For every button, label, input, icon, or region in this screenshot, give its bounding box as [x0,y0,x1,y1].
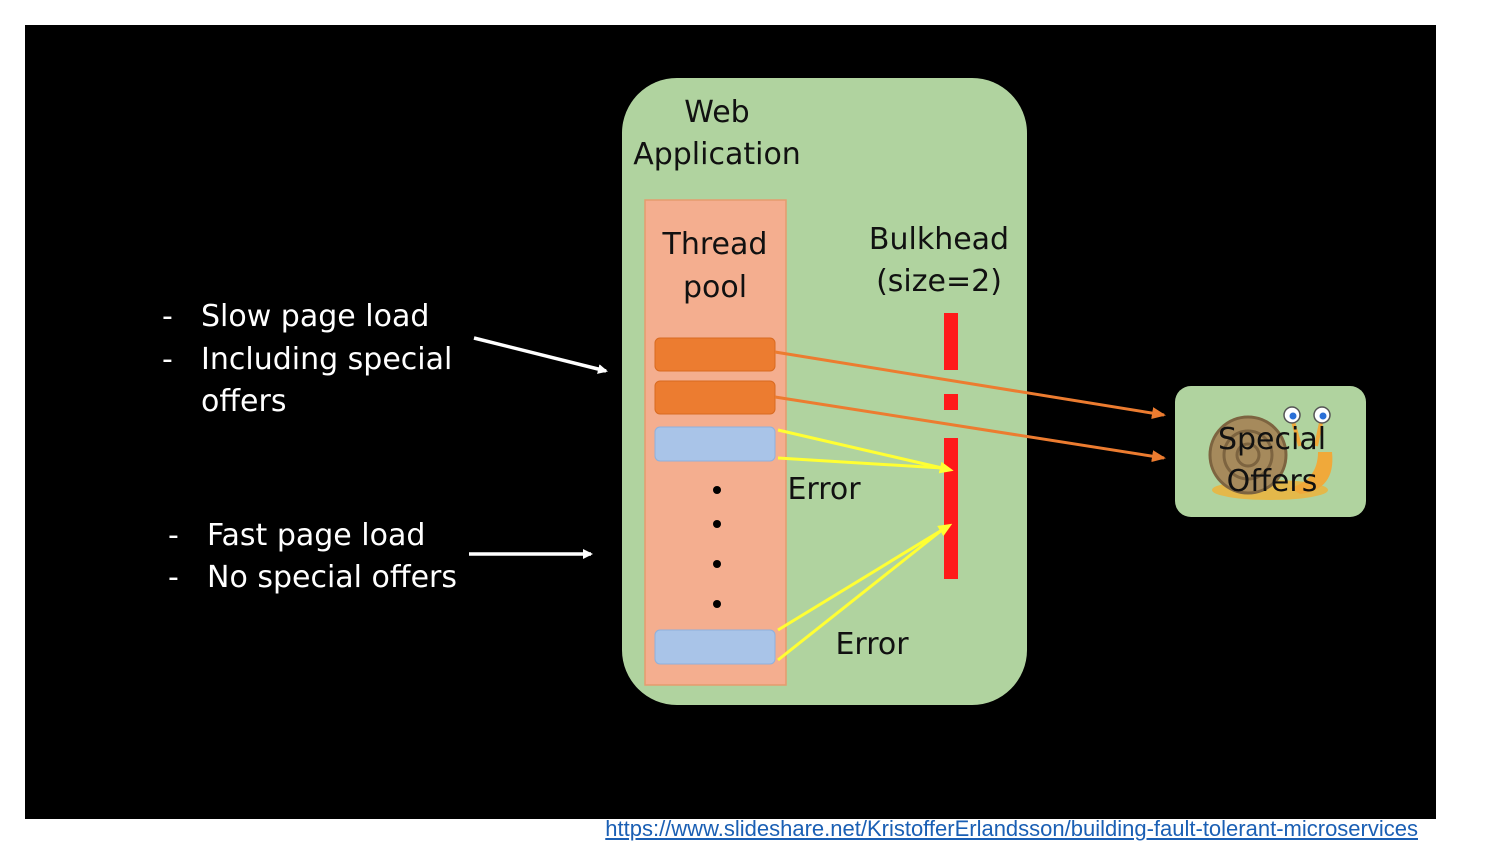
fast-request-bullet-1: - [168,518,179,553]
bulkhead-barrier-bottom [944,438,958,579]
fast-request-item-2: No special offers [207,560,457,595]
thread-pool-label-line2: pool [683,270,747,305]
error-label-lower: Error [835,627,909,662]
slow-request-bullet-1: - [162,299,173,334]
call-arrow-2 [774,395,1166,463]
bulkhead-label-line1: Bulkhead [869,222,1009,257]
fast-request-item-1: Fast page load [207,518,425,553]
ellipsis-dot [713,560,721,568]
error-arrow-upper-2 [777,456,943,470]
source-link[interactable]: https://www.slideshare.net/KristofferErl… [605,816,1418,841]
bulkhead-label-line2: (size=2) [876,264,1002,299]
free-thread-1 [654,426,776,462]
free-thread-2 [654,629,776,665]
error-arrow-lower-2 [777,528,943,662]
slow-request-bullet-2: - [162,342,173,377]
special-offers-label-line1: Special [1218,422,1326,457]
error-label-upper: Error [787,472,861,507]
busy-thread-2 [654,380,776,415]
error-arrow-lower-1 [777,523,953,632]
web-application-title-line1: Web [684,95,749,130]
bulkhead-barrier-gap-mark [944,394,958,410]
ellipsis-dot [713,486,721,494]
error-arrow-upper-1 [777,428,954,474]
slow-request-item-2-line1: Including special [201,342,452,377]
ellipsis-dot [713,520,721,528]
slow-request-item-2-line2: offers [201,384,286,419]
busy-thread-1 [654,337,776,372]
slow-request-arrow [473,336,608,374]
fast-request-bullet-2: - [168,560,179,595]
snail-icon [1208,406,1333,500]
slow-request-item-1: Slow page load [201,299,429,334]
call-arrow-1 [774,350,1166,420]
bulkhead-barrier-top [944,313,958,370]
thread-pool-label-line1: Thread [662,227,768,262]
ellipsis-dot [713,600,721,608]
web-application-title-line2: Application [633,137,801,172]
special-offers-label-line2: Offers [1227,464,1318,499]
